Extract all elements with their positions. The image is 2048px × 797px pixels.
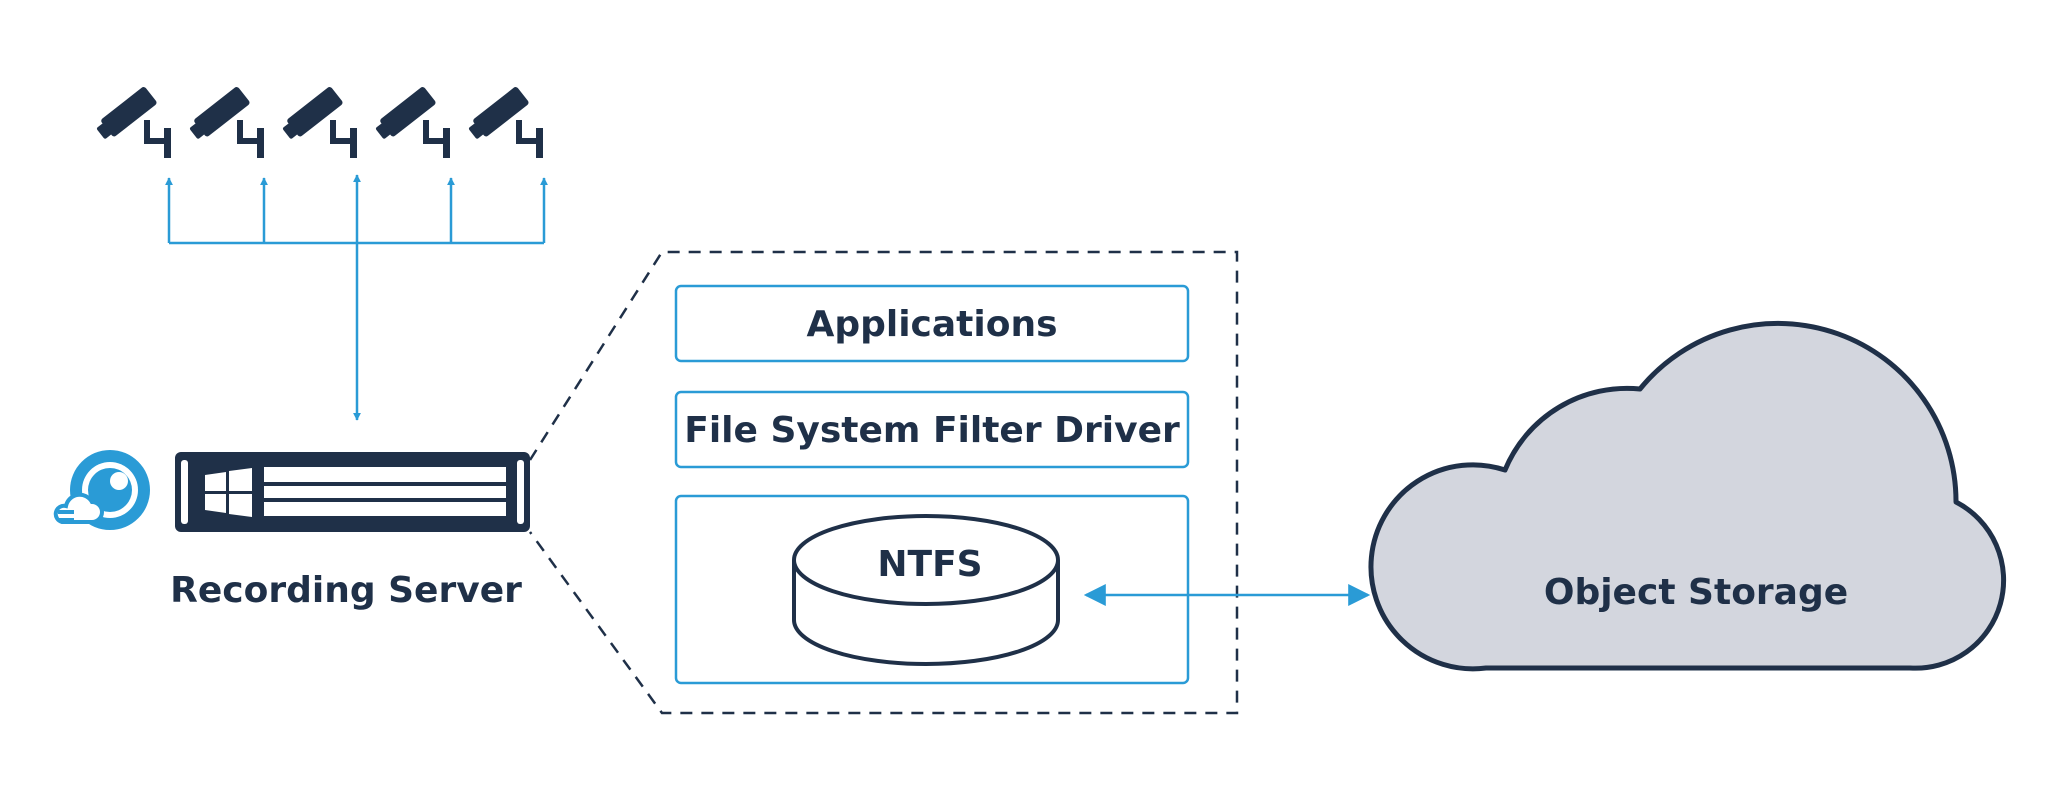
security-camera-icon	[375, 85, 450, 158]
security-camera-icon	[96, 85, 171, 158]
zoom-callout	[528, 250, 1239, 715]
layer-filter-driver: File System Filter Driver	[674, 390, 1190, 469]
layer-filter-driver-label: File System Filter Driver	[684, 410, 1180, 451]
object-storage-label: Object Storage	[1544, 572, 1848, 613]
security-camera-icon	[468, 85, 543, 158]
cloud-icon	[1368, 320, 2007, 672]
windows-logo-icon	[205, 468, 252, 517]
recording-server-icon	[175, 452, 530, 532]
layer-ntfs: NTFS	[674, 494, 1190, 685]
security-camera-icon	[282, 85, 357, 158]
camera-connector	[165, 174, 548, 421]
eye-cloud-logo-icon	[53, 450, 150, 530]
layer-applications: Applications	[674, 284, 1190, 363]
layer-applications-label: Applications	[806, 304, 1057, 345]
ntfs-label: NTFS	[877, 544, 982, 585]
camera-group	[96, 85, 543, 158]
security-camera-icon	[189, 85, 264, 158]
recording-server-label: Recording Server	[170, 570, 522, 611]
disk-icon	[792, 514, 1060, 666]
